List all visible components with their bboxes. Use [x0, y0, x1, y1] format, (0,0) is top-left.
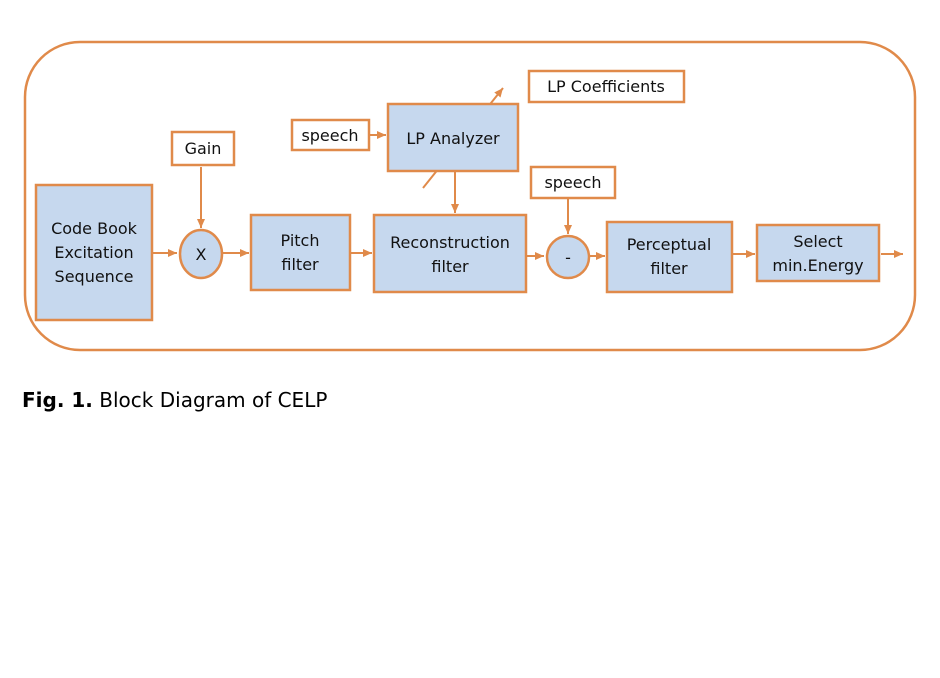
- speech-input-top: speech: [290, 118, 371, 152]
- celp-block-diagram: Code Book Excitation Sequence Gain X Pit…: [23, 40, 917, 352]
- gain-input: Gain: [170, 130, 236, 167]
- codebook-line-3: Sequence: [55, 267, 134, 286]
- speech-right-label: speech: [544, 173, 601, 192]
- reconstruction-line-1: Reconstruction: [390, 233, 510, 252]
- figure-caption: Fig. 1. Block Diagram of CELP: [22, 388, 327, 412]
- codebook-block: Code Book Excitation Sequence: [34, 183, 154, 322]
- multiply-symbol: X: [196, 245, 207, 264]
- lp-coefficients-label: LP Coefficients: [547, 77, 665, 96]
- subtract-operator: -: [545, 234, 591, 280]
- pitch-line-1: Pitch: [281, 231, 320, 250]
- select-line-1: Select: [793, 232, 842, 251]
- speech-top-label: speech: [301, 126, 358, 145]
- subtract-symbol: -: [565, 248, 571, 267]
- lp-analyzer-block: LP Analyzer: [386, 102, 520, 173]
- pitch-line-2: filter: [281, 255, 319, 274]
- perceptual-filter-block: Perceptual filter: [605, 220, 734, 294]
- codebook-line-2: Excitation: [54, 243, 133, 262]
- figure-label: Fig. 1.: [22, 388, 93, 412]
- gain-label: Gain: [185, 139, 222, 158]
- outer-frame: [23, 40, 917, 352]
- select-min-energy-block: Select min.Energy: [755, 223, 881, 283]
- reconstruction-filter-block: Reconstruction filter: [372, 213, 528, 294]
- perceptual-line-2: filter: [650, 259, 688, 278]
- perceptual-line-1: Perceptual: [627, 235, 712, 254]
- pitch-filter-block: Pitch filter: [249, 213, 352, 292]
- lp-coefficients-output: LP Coefficients: [527, 69, 686, 104]
- figure-caption-text: Block Diagram of CELP: [99, 388, 328, 412]
- reconstruction-line-2: filter: [431, 257, 469, 276]
- codebook-line-1: Code Book: [51, 219, 138, 238]
- select-line-2: min.Energy: [772, 256, 863, 275]
- speech-input-right: speech: [529, 165, 617, 200]
- multiply-operator: X: [178, 228, 224, 280]
- lp-analyzer-label: LP Analyzer: [406, 129, 500, 148]
